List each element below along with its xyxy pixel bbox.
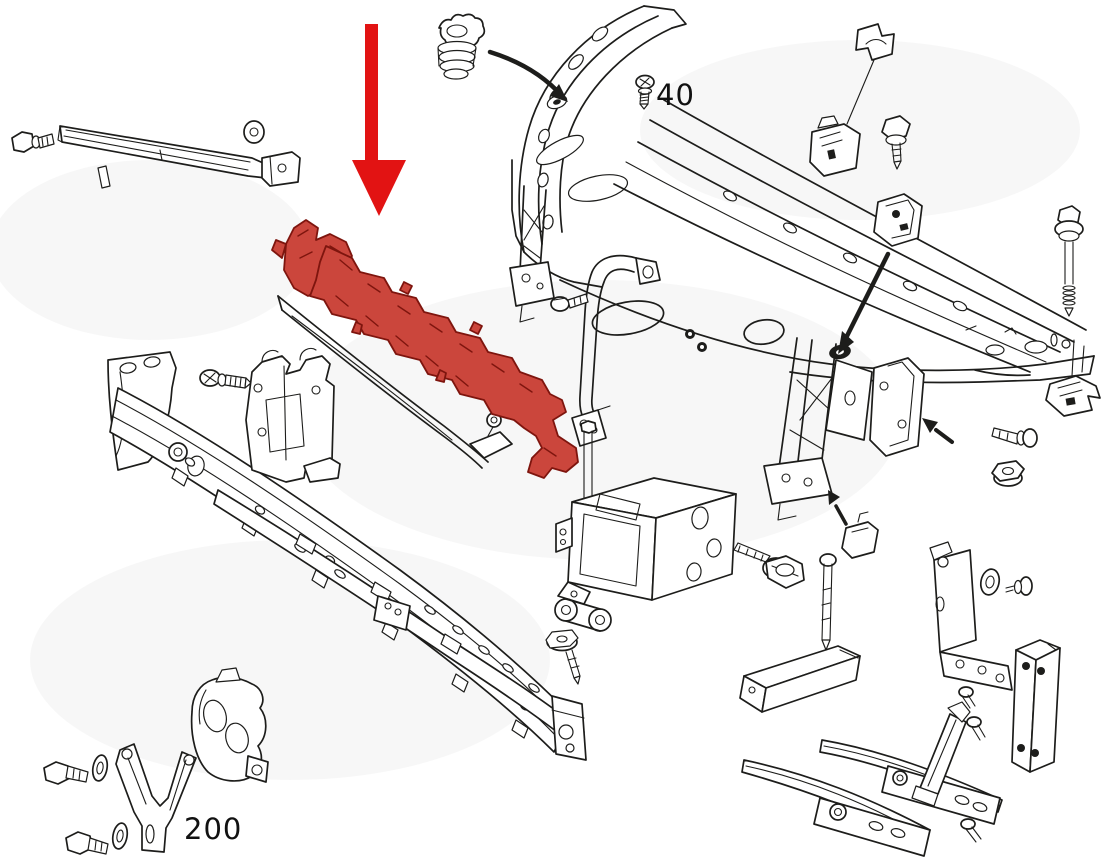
bracket-leader-arrow: [934, 428, 954, 444]
mounting-bracket-right: [873, 193, 923, 247]
bolt-upper-right: [881, 115, 911, 170]
hook-bolt: [550, 293, 589, 312]
flange-nut-2: [991, 460, 1025, 487]
screw-mid-left: [199, 369, 252, 389]
clamp-leader-arrow: [834, 504, 848, 526]
clip-leader-arrow: [844, 251, 891, 339]
small-screws: [958, 686, 986, 843]
frame-bracket: [245, 347, 341, 483]
clamp-bracket-upper: [809, 115, 861, 177]
v-bracket-200: [115, 743, 197, 853]
l-bracket-right: [929, 541, 1013, 691]
tow-hook-bracket: [571, 254, 661, 447]
trim-strip-lower: [741, 759, 931, 857]
red-pointer-arrow: [352, 24, 406, 216]
bumper-reinforcement-assembly: [107, 351, 587, 761]
rubber-buffer: [437, 13, 486, 80]
beam-bar: [739, 645, 861, 713]
screw-40: [635, 74, 655, 110]
hex-bolt: [733, 542, 805, 589]
callout-200[interactable]: 200: [184, 812, 242, 846]
radiator-support-highlighted[interactable]: [271, 219, 579, 479]
brace-washer: [243, 120, 265, 144]
trim-strip-upper: [819, 739, 1003, 825]
headlamp-bracket: [190, 667, 269, 783]
clamp-mid: [841, 511, 879, 559]
lower-support-bar: [277, 295, 513, 469]
bolt-washer-pair-1: [43, 754, 109, 785]
leader-arrows: [487, 49, 954, 526]
callout-40[interactable]: 40: [656, 78, 695, 112]
crash-box: [555, 477, 737, 605]
link-plate: [554, 598, 612, 632]
clamp-far-right: [1045, 375, 1101, 417]
buffer-leader-arrow: [487, 49, 565, 99]
long-stud-bolt: [819, 553, 837, 651]
upper-brace-bar: [11, 120, 301, 189]
tag-clip: [855, 23, 895, 61]
long-bolt-right: [1054, 205, 1084, 317]
flange-nut: [545, 629, 581, 685]
washer-and-screw: [979, 568, 1033, 596]
vertical-tube: [1011, 639, 1061, 773]
brace-end-bracket: [261, 151, 301, 187]
brace-bolt: [11, 131, 35, 153]
front-crossmember-assembly: [509, 5, 1095, 521]
tag-leader-line: [846, 59, 875, 125]
push-pin-bolt: [991, 427, 1038, 448]
bolt-washer-pair-2: [65, 822, 129, 855]
diagonal-strut: [911, 701, 971, 807]
